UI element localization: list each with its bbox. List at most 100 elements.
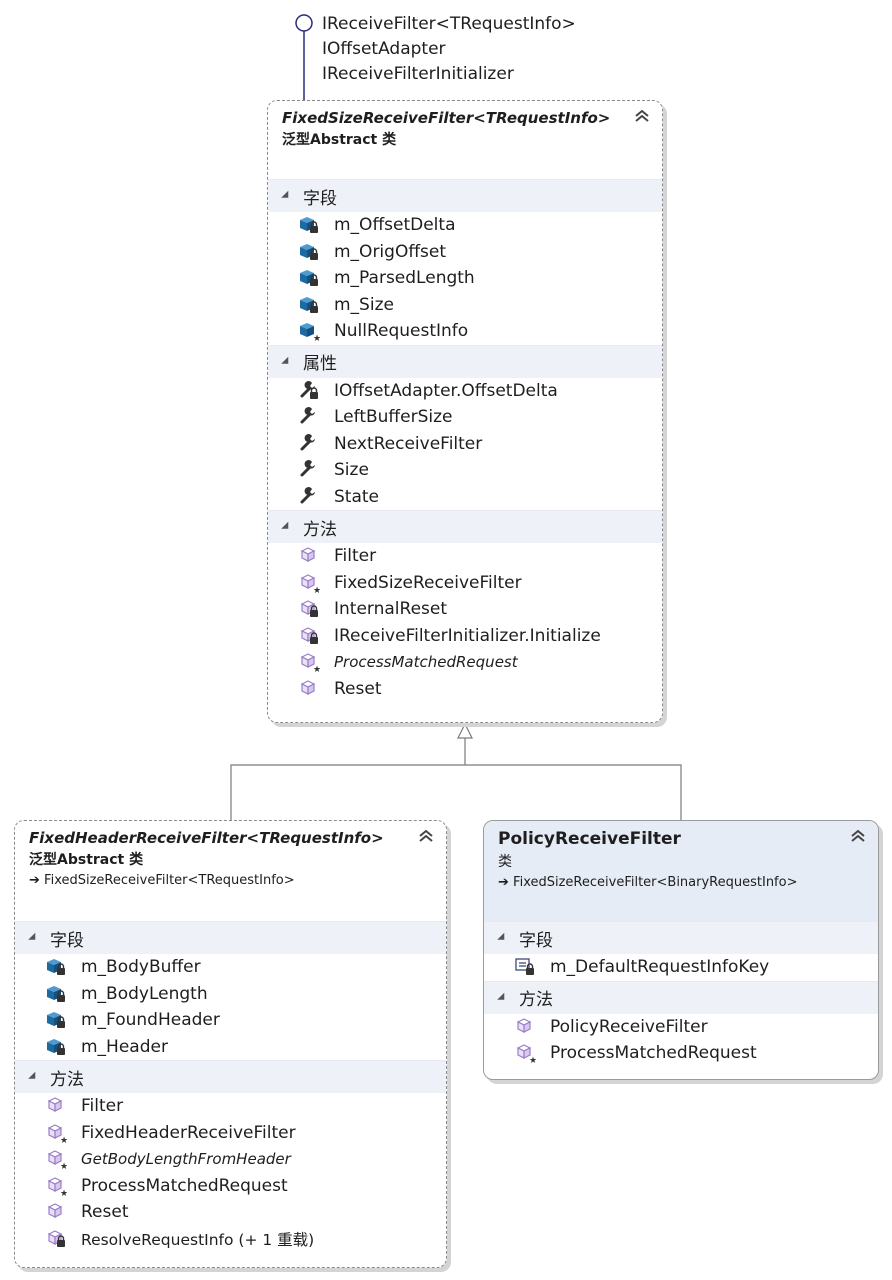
field-private-icon — [300, 296, 318, 313]
member-item[interactable]: m_DefaultRequestInfoKey — [484, 954, 878, 981]
svg-text:★: ★ — [313, 334, 320, 342]
member-name: GetBodyLengthFromHeader — [81, 1150, 291, 1169]
member-item[interactable]: ★GetBodyLengthFromHeader — [15, 1146, 446, 1173]
interface-list: IReceiveFilter<TRequestInfo> IOffsetAdap… — [322, 12, 576, 87]
field-private-icon — [47, 1012, 65, 1029]
field-private-icon — [47, 985, 65, 1002]
method-icon — [47, 1203, 63, 1219]
constant-private-icon — [515, 958, 534, 976]
member-item[interactable]: ★ProcessMatchedRequest — [15, 1173, 446, 1200]
expand-triangle-icon[interactable] — [28, 932, 39, 944]
member-name: NullRequestInfo — [334, 321, 469, 342]
section-header[interactable]: 字段 — [15, 921, 446, 954]
member-item[interactable]: Reset — [268, 676, 662, 703]
expand-triangle-icon[interactable] — [281, 521, 292, 533]
section-header[interactable]: 字段 — [484, 921, 878, 954]
double-chevron-up-icon[interactable] — [418, 829, 434, 843]
member-item[interactable]: IOffsetAdapter.OffsetDelta — [268, 378, 662, 405]
member-name: m_OffsetDelta — [334, 215, 456, 236]
method-protected-icon: ★ — [516, 1044, 536, 1064]
member-name: ProcessMatchedRequest — [550, 1043, 757, 1064]
member-item[interactable]: ★ ProcessMatchedRequest — [484, 1040, 878, 1067]
property-icon — [300, 460, 315, 477]
member-item[interactable]: m_OrigOffset — [268, 239, 662, 266]
member-item[interactable]: NextReceiveFilter — [268, 431, 662, 458]
section-header[interactable]: 字段 — [268, 179, 662, 212]
double-chevron-up-icon[interactable] — [634, 109, 650, 123]
member-item[interactable]: m_Header — [15, 1034, 446, 1061]
svg-text:★: ★ — [60, 1189, 67, 1197]
class-name: FixedSizeReceiveFilter<TRequestInfo> — [282, 109, 611, 127]
method-icon — [516, 1018, 532, 1033]
expand-triangle-icon[interactable] — [281, 190, 292, 202]
member-item[interactable]: m_ParsedLength — [268, 265, 662, 292]
method-icon — [300, 680, 316, 695]
svg-text:★: ★ — [313, 665, 320, 673]
member-item[interactable]: State — [268, 484, 662, 511]
class-box-policy-receive-filter[interactable]: PolicyReceiveFilter 类 ➔ FixedSizeReceive… — [483, 820, 879, 1080]
member-item[interactable]: Filter — [15, 1093, 446, 1120]
member-item[interactable]: m_OffsetDelta — [268, 212, 662, 239]
member-item[interactable]: Filter — [268, 543, 662, 570]
member-name: m_ParsedLength — [334, 268, 475, 289]
base-class-name: FixedSizeReceiveFilter<TRequestInfo> — [44, 873, 295, 888]
class-header: FixedSizeReceiveFilter<TRequestInfo> 泛型A… — [268, 101, 662, 179]
method-private-icon — [47, 1230, 65, 1247]
field-protected-icon: ★ — [300, 323, 320, 342]
member-item[interactable]: IReceiveFilterInitializer.Initialize — [268, 623, 662, 650]
base-class-name: FixedSizeReceiveFilter<BinaryRequestInfo… — [513, 875, 798, 890]
member-item[interactable]: m_Size — [268, 292, 662, 319]
member-item[interactable]: ★FixedSizeReceiveFilter — [268, 570, 662, 597]
member-item[interactable]: ★ ProcessMatchedRequest — [268, 649, 662, 676]
member-name: Size — [334, 460, 369, 481]
section-header[interactable]: 方法 — [268, 510, 662, 543]
section-header[interactable]: 方法 — [484, 980, 878, 1014]
method-protected-icon: ★ — [47, 1177, 67, 1197]
field-private-icon — [47, 959, 65, 976]
member-name: Reset — [334, 678, 382, 699]
section-label: 方法 — [50, 1069, 84, 1090]
double-chevron-up-icon[interactable] — [850, 829, 866, 843]
class-box-fixed-header-receive-filter[interactable]: FixedHeaderReceiveFilter<TRequestInfo> 泛… — [14, 820, 447, 1268]
member-item[interactable]: ResolveRequestInfo (+ 1 重载) — [15, 1226, 446, 1253]
member-item[interactable]: ★FixedHeaderReceiveFilter — [15, 1120, 446, 1147]
expand-triangle-icon[interactable] — [497, 932, 508, 944]
property-icon — [300, 407, 315, 424]
class-box-fixed-size-receive-filter[interactable]: FixedSizeReceiveFilter<TRequestInfo> 泛型A… — [267, 100, 663, 723]
expand-triangle-icon[interactable] — [28, 1071, 39, 1083]
member-name: m_BodyLength — [81, 983, 208, 1004]
member-item[interactable]: Reset — [15, 1199, 446, 1226]
section-label: 字段 — [303, 188, 337, 209]
section-header[interactable]: 属性 — [268, 344, 662, 378]
member-name: m_OrigOffset — [334, 241, 447, 262]
member-item[interactable]: m_BodyLength — [15, 981, 446, 1008]
svg-text:★: ★ — [529, 1056, 536, 1064]
inheritance-arrow-icon — [457, 722, 473, 739]
member-item[interactable]: m_BodyBuffer — [15, 954, 446, 981]
class-kind: 类 — [498, 854, 512, 870]
member-item[interactable]: LeftBufferSize — [268, 404, 662, 431]
inherits-arrow-icon: ➔ — [498, 875, 509, 890]
expand-triangle-icon[interactable] — [497, 992, 508, 1003]
base-class: ➔ FixedSizeReceiveFilter<BinaryRequestIn… — [498, 875, 864, 890]
expand-triangle-icon[interactable] — [281, 356, 292, 367]
base-class: ➔ FixedSizeReceiveFilter<TRequestInfo> — [29, 873, 432, 888]
member-item[interactable]: ★ NullRequestInfo — [268, 318, 662, 345]
property-icon — [300, 433, 315, 451]
member-name: ResolveRequestInfo (+ 1 重载) — [81, 1230, 315, 1249]
member-item[interactable]: InternalReset — [268, 596, 662, 623]
member-name: State — [334, 486, 379, 507]
member-item[interactable]: Size — [268, 457, 662, 484]
interface-name: IReceiveFilter<TRequestInfo> — [322, 14, 576, 34]
class-header: PolicyReceiveFilter 类 ➔ FixedSizeReceive… — [484, 821, 878, 921]
section-header[interactable]: 方法 — [15, 1060, 446, 1093]
interface-lollipop-icon — [295, 14, 313, 32]
member-name: ProcessMatchedRequest — [334, 653, 518, 672]
member-name: Filter — [334, 546, 377, 567]
member-item[interactable]: m_FoundHeader — [15, 1007, 446, 1034]
member-item[interactable]: PolicyReceiveFilter — [484, 1014, 878, 1041]
field-private-icon — [300, 217, 318, 234]
